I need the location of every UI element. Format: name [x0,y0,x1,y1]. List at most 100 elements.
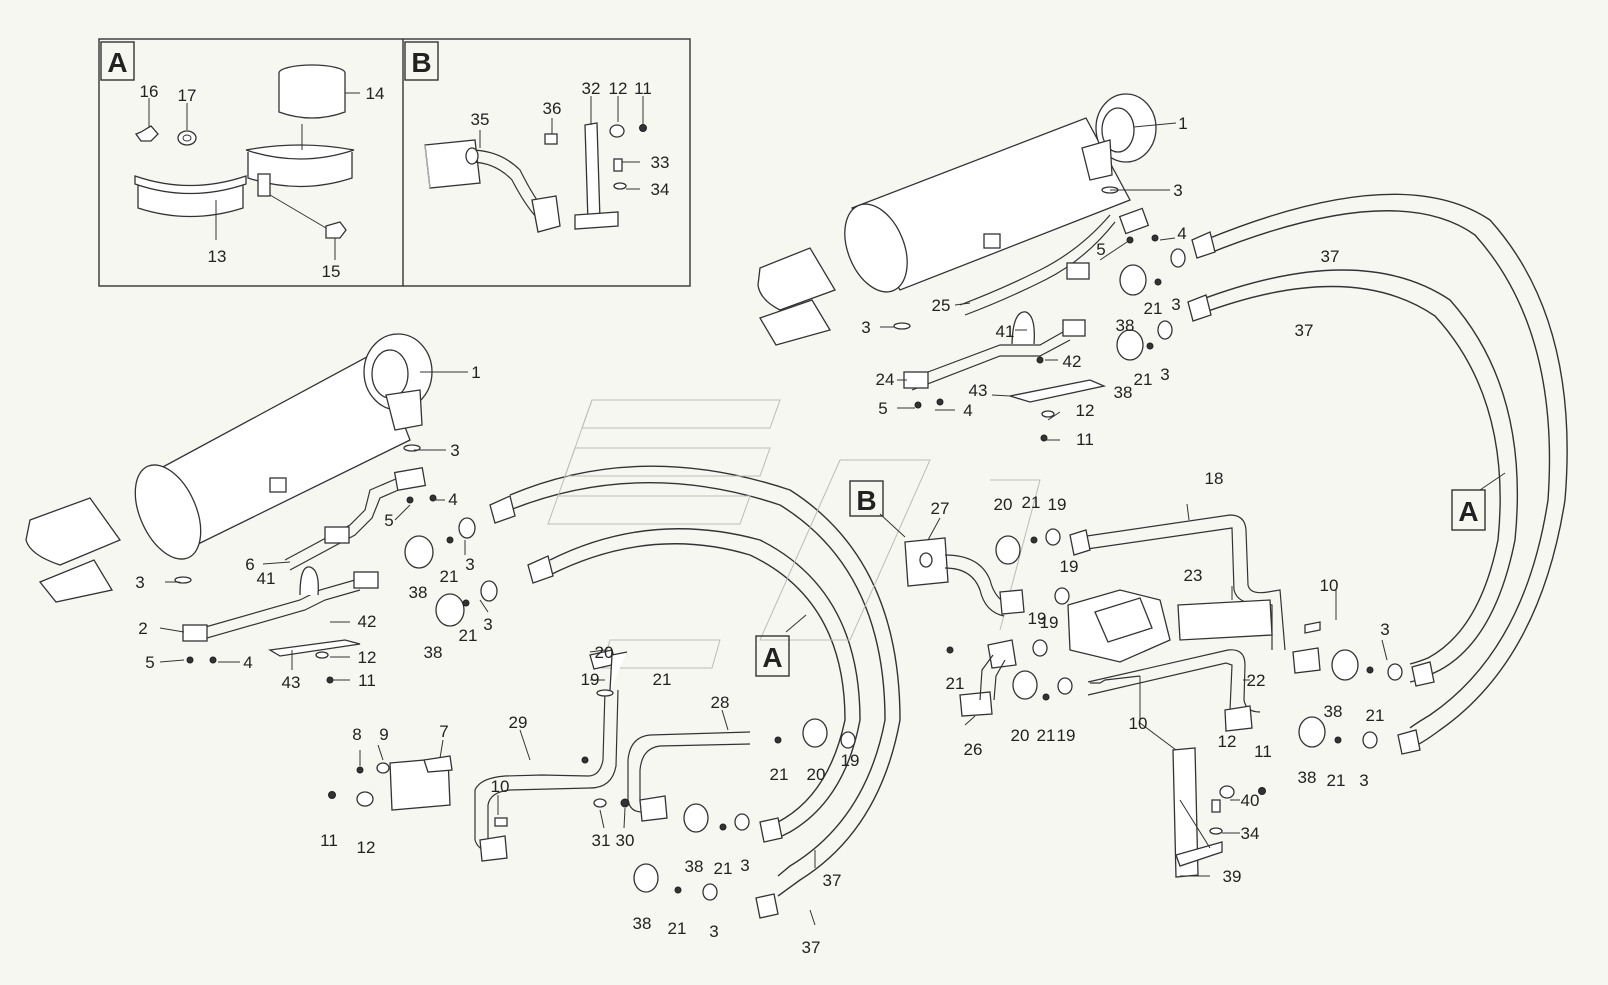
label-4-right-b: 4 [963,401,972,420]
left-cylinder-fittings [174,444,554,684]
label-20-center-b: 20 [595,643,614,662]
label-10-bottom: 10 [491,777,510,796]
callout-a-left-letter: A [762,642,782,673]
label-30: 30 [616,831,635,850]
label-6: 6 [245,555,254,574]
detail-inset-panel: A B [98,38,691,287]
label-33: 33 [651,153,670,172]
label-38-right-b: 38 [1114,383,1133,402]
leader-lines [148,92,1388,926]
label-22: 22 [1247,671,1266,690]
label-28: 28 [711,693,730,712]
label-12-inset: 12 [609,79,628,98]
label-24: 24 [876,370,895,389]
callout-a-right-box: A [1451,472,1506,531]
inset-a-clamp-drawing [134,64,355,239]
label-4-right-a: 4 [1177,224,1186,243]
callout-a-right-letter: A [1458,496,1478,527]
label-3-bottom-b: 3 [709,922,718,941]
label-38-right-a: 38 [1116,316,1135,335]
label-38-left-a: 38 [409,583,428,602]
bracket-39 [1090,675,1266,878]
label-29: 29 [509,713,528,732]
label-35: 35 [471,110,490,129]
label-12-center: 12 [1218,732,1237,751]
label-3-left-c: 3 [135,573,144,592]
label-37-bottom-a: 37 [823,871,842,890]
label-38-left-b: 38 [424,643,443,662]
label-38-bottom-b: 38 [633,914,652,933]
label-21-left-b: 21 [459,626,478,645]
cylinder-left [25,333,433,603]
label-41-left: 41 [257,569,276,588]
part-number-labels: 16 17 14 13 15 35 36 32 12 11 33 34 1 3 … [135,79,1389,957]
cylinder-right [757,93,1157,346]
callout-b-letter: B [856,485,876,516]
label-1-left: 1 [471,363,480,382]
label-3-left-a: 3 [450,441,459,460]
label-10-center-b: 10 [1129,714,1148,733]
label-4-left-a: 4 [448,490,457,509]
label-31: 31 [592,831,611,850]
hoses-left [509,465,901,897]
label-39: 39 [1223,867,1242,886]
callout-b-box: B [849,480,906,538]
label-21-center-e: 21 [1327,771,1346,790]
label-21-bottom-b: 21 [714,859,733,878]
label-10-center-a: 10 [1320,576,1339,595]
label-26: 26 [964,740,983,759]
label-19-center-e: 19 [1057,726,1076,745]
label-19-bottom: 19 [581,670,600,689]
label-20-bottom-a: 20 [807,765,826,784]
label-37-bottom-b: 37 [802,938,821,957]
label-8: 8 [352,725,361,744]
label-5-right-a: 5 [1096,240,1105,259]
right-upper-fittings [893,186,1216,442]
label-23: 23 [1184,566,1203,585]
label-42-right: 42 [1063,352,1082,371]
label-19-bottom-a: 19 [841,751,860,770]
label-43-right: 43 [969,381,988,400]
label-20-center-c: 20 [1011,726,1030,745]
center-valve-block [904,528,1171,717]
label-4-left-b: 4 [243,653,252,672]
label-5-left-a: 5 [384,511,393,530]
label-19-center-a: 19 [1048,495,1067,514]
label-12-bottom: 12 [357,838,376,857]
label-20-center-a: 20 [994,495,1013,514]
label-21-center-b: 21 [946,674,965,693]
label-19-center-d: 19 [1040,613,1059,632]
label-21-right-b: 21 [1134,370,1153,389]
label-37-right-b: 37 [1295,321,1314,340]
label-21-left-a: 21 [440,567,459,586]
label-21-bottom-a: 21 [770,765,789,784]
label-5-left-b: 5 [145,653,154,672]
label-12-right: 12 [1076,401,1095,420]
label-11-right: 11 [1076,430,1094,449]
label-38-center-b: 38 [1298,768,1317,787]
label-3-center-b: 3 [1359,771,1368,790]
label-19-center-c: 19 [1028,609,1047,628]
label-40: 40 [1241,791,1260,810]
label-9: 9 [379,725,388,744]
callout-a-left-box: A [755,614,807,677]
label-18: 18 [1205,469,1224,488]
label-3-right-a: 3 [1173,181,1182,200]
label-11-center: 11 [1254,742,1272,761]
label-32: 32 [582,79,601,98]
label-16: 16 [140,82,159,101]
bottom-left-piping [328,649,856,919]
label-15: 15 [322,262,341,281]
label-11-inset: 11 [634,79,652,98]
label-3-right-b: 3 [1171,295,1180,314]
label-21-bottom: 21 [653,670,672,689]
label-34-center: 34 [1241,824,1260,843]
label-42-left: 42 [358,612,377,631]
label-43-left: 43 [282,673,301,692]
label-21-center-d: 21 [1037,726,1056,745]
label-3-center-a: 3 [1380,620,1389,639]
label-37-right-a: 37 [1321,247,1340,266]
label-13: 13 [208,247,227,266]
label-11-bottom: 11 [320,831,338,850]
label-3-left-d: 3 [483,615,492,634]
